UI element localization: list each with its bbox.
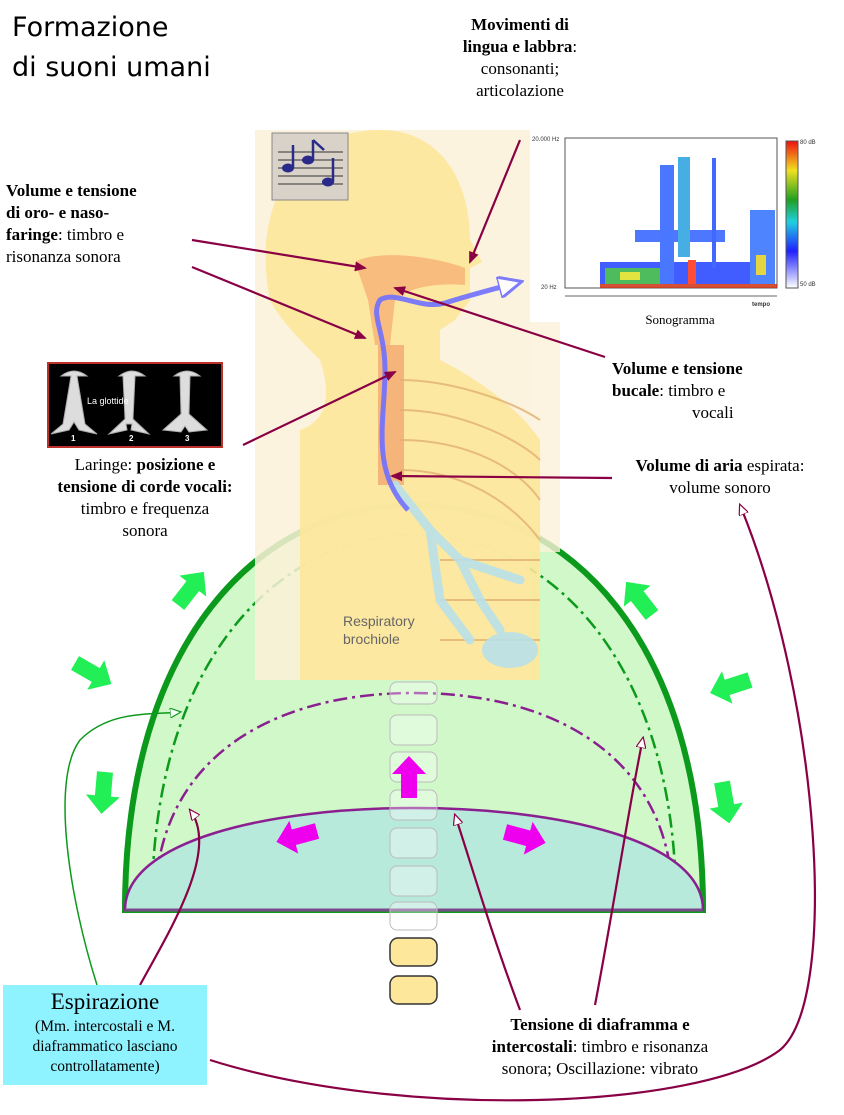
spine [389, 681, 438, 1005]
music-notes-icon [271, 132, 349, 201]
glottis-number-3: 3 [185, 434, 190, 443]
glottis-drawing [50, 370, 209, 435]
page-title: Formazione di suoni umani [12, 12, 211, 83]
lung-label-2: brochiole [343, 631, 400, 647]
green-arrows [71, 571, 753, 824]
lung-label-1: Respiratory [343, 613, 415, 629]
glottis-image: La glottide 1 2 3 [47, 362, 223, 448]
espirazione-line-2: diaframmatico lasciano [32, 1038, 178, 1055]
airflow-arrow [374, 282, 520, 512]
diaphragm [123, 806, 705, 912]
glottis-number-1: 1 [71, 434, 76, 443]
thorax-inner-dashed [150, 533, 678, 906]
espirazione-line-1: (Mm. intercostali e M. [35, 1018, 175, 1035]
sonogram-chart [564, 137, 799, 297]
magenta-arrows [276, 756, 546, 855]
glottis-number-2: 2 [129, 434, 134, 443]
pointer-lines [139, 139, 816, 1102]
sonogram-x-label: tempo [752, 302, 770, 308]
label-bucale: Volume e tensione bucale: timbro e vocal… [612, 359, 743, 422]
sonogram-scale-bottom: 50 dB [800, 282, 816, 288]
sonogram-y-bottom: 20 Hz [541, 285, 557, 291]
label-diaframma: Tensione di diaframma e intercostali: ti… [491, 1015, 709, 1078]
diaphragm-contracted-dashed [153, 691, 675, 906]
label-volume-aria: Volume di aria espirata: volume sonoro [635, 456, 805, 497]
espirazione-box: Espirazione (Mm. intercostali e M. diafr… [3, 985, 207, 1085]
label-lingua-labbra: Movimenti di lingua e labbra: consonanti… [462, 15, 578, 100]
nasal-cavity [355, 255, 465, 345]
glottis-caption: La glottide [87, 396, 129, 406]
bronchi [390, 480, 525, 645]
label-laringe: Laringe: posizione e tensione di corde v… [57, 455, 233, 540]
label-faringe: Volume e tensione di oro- e naso- faring… [6, 181, 137, 266]
sonogram-scale-top: 80 dB [800, 140, 816, 146]
sonogram-y-top: 20.000 Hz [532, 137, 560, 143]
espirazione-heading: Espirazione [50, 989, 160, 1014]
espirazione-line-3: controllatamente) [50, 1058, 160, 1075]
sonogram-caption: Sonogramma [645, 312, 715, 327]
